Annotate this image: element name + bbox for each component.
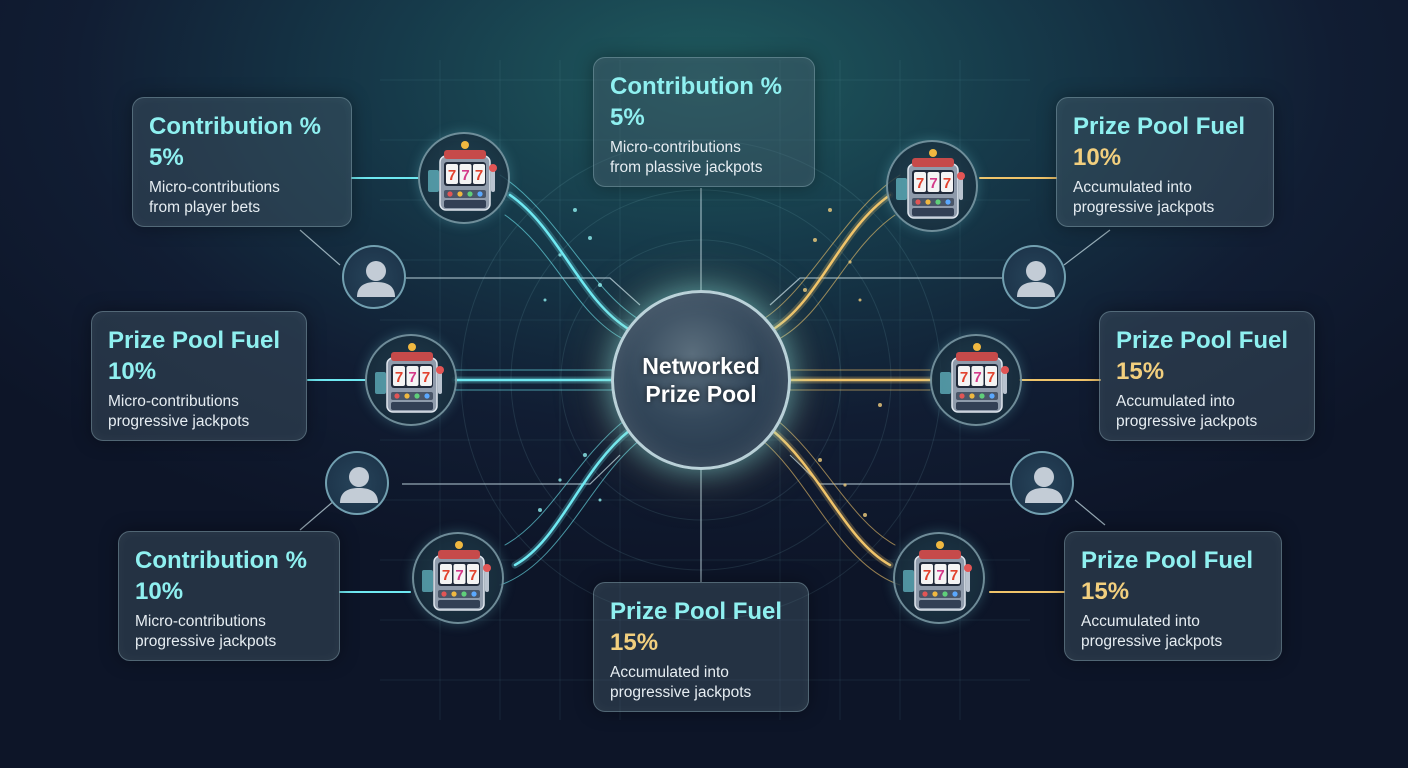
card-desc-line1: Micro-contributions	[108, 393, 239, 410]
card-top-center: Contribution % 5% Micro-contributions fr…	[593, 57, 815, 187]
card-value: 15%	[1116, 358, 1165, 385]
svg-text:7: 7	[395, 369, 403, 386]
card-title: Contribution %	[149, 113, 321, 140]
user-icon	[1017, 261, 1055, 297]
svg-text:7: 7	[929, 175, 937, 192]
card-desc-line1: Accumulated into	[610, 664, 729, 681]
card-desc-line2: progressive jackpots	[610, 684, 752, 701]
card-mid-left: Prize Pool Fuel 10% Micro-contributions …	[91, 311, 307, 441]
card-desc-line1: Micro-contributions	[149, 179, 280, 196]
user-icon	[340, 467, 378, 503]
card-desc-line2: progressive jackpots	[1116, 413, 1258, 430]
svg-text:7: 7	[455, 567, 463, 584]
card-title: Contribution %	[610, 73, 782, 100]
card-desc-line1: Micro-contributions	[610, 139, 741, 156]
card-mid-right: Prize Pool Fuel 15% Accumulated into pro…	[1099, 311, 1315, 441]
card-desc-line2: progressive jackpots	[108, 413, 250, 430]
card-desc-line2: progressive jackpots	[1081, 633, 1223, 650]
player-avatar-bottom-right[interactable]	[1010, 451, 1074, 515]
player-avatar-bottom-left[interactable]	[325, 451, 389, 515]
player-avatar-top-right[interactable]	[1002, 245, 1066, 309]
card-desc-line1: Accumulated into	[1073, 179, 1192, 196]
card-top-right: Prize Pool Fuel 10% Accumulated into pro…	[1056, 97, 1274, 227]
card-title: Prize Pool Fuel	[1116, 327, 1289, 354]
svg-text:7: 7	[461, 167, 469, 184]
card-value: 10%	[1073, 144, 1122, 171]
card-value: 10%	[135, 578, 184, 605]
svg-text:7: 7	[936, 567, 944, 584]
card-value: 10%	[108, 358, 157, 385]
card-bottom-center: Prize Pool Fuel 15% Accumulated into pro…	[593, 582, 809, 712]
svg-text:7: 7	[475, 167, 483, 184]
svg-text:7: 7	[422, 369, 430, 386]
svg-text:7: 7	[916, 175, 924, 192]
svg-text:7: 7	[408, 369, 416, 386]
card-desc-line1: Micro-contributions	[135, 613, 266, 630]
card-value: 15%	[610, 629, 659, 656]
svg-text:7: 7	[943, 175, 951, 192]
svg-text:7: 7	[448, 167, 456, 184]
card-value: 5%	[149, 144, 184, 171]
card-top-left: Contribution % 5% Micro-contributions fr…	[132, 97, 352, 227]
card-desc-line1: Accumulated into	[1081, 613, 1200, 630]
hub-title-line2: Prize Pool	[645, 381, 757, 407]
svg-text:7: 7	[960, 369, 968, 386]
card-title: Prize Pool Fuel	[1081, 547, 1254, 574]
networked-prize-pool-hub[interactable]: Networked Prize Pool	[611, 290, 791, 470]
card-desc-line2: progressive jackpots	[1073, 199, 1215, 216]
svg-text:7: 7	[442, 567, 450, 584]
svg-text:7: 7	[973, 369, 981, 386]
card-desc-line1: Accumulated into	[1116, 393, 1235, 410]
svg-text:7: 7	[923, 567, 931, 584]
card-desc-line2: from plassive jackpots	[610, 159, 763, 176]
card-title: Prize Pool Fuel	[1073, 113, 1246, 140]
card-desc-line2: from player bets	[149, 199, 261, 216]
card-desc-line2: progressive jackpots	[135, 633, 277, 650]
hub-title: Networked Prize Pool	[642, 352, 760, 408]
user-icon	[357, 261, 395, 297]
player-avatar-top-left[interactable]	[342, 245, 406, 309]
user-icon	[1025, 467, 1063, 503]
card-bottom-right: Prize Pool Fuel 15% Accumulated into pro…	[1064, 531, 1282, 661]
hub-title-line1: Networked	[642, 353, 760, 379]
svg-text:7: 7	[469, 567, 477, 584]
card-title: Prize Pool Fuel	[610, 598, 783, 625]
card-value: 5%	[610, 104, 645, 131]
card-value: 15%	[1081, 578, 1130, 605]
card-title: Contribution %	[135, 547, 307, 574]
card-bottom-left: Contribution % 10% Micro-contributions p…	[118, 531, 340, 661]
card-title: Prize Pool Fuel	[108, 327, 281, 354]
svg-text:7: 7	[987, 369, 995, 386]
svg-text:7: 7	[950, 567, 958, 584]
